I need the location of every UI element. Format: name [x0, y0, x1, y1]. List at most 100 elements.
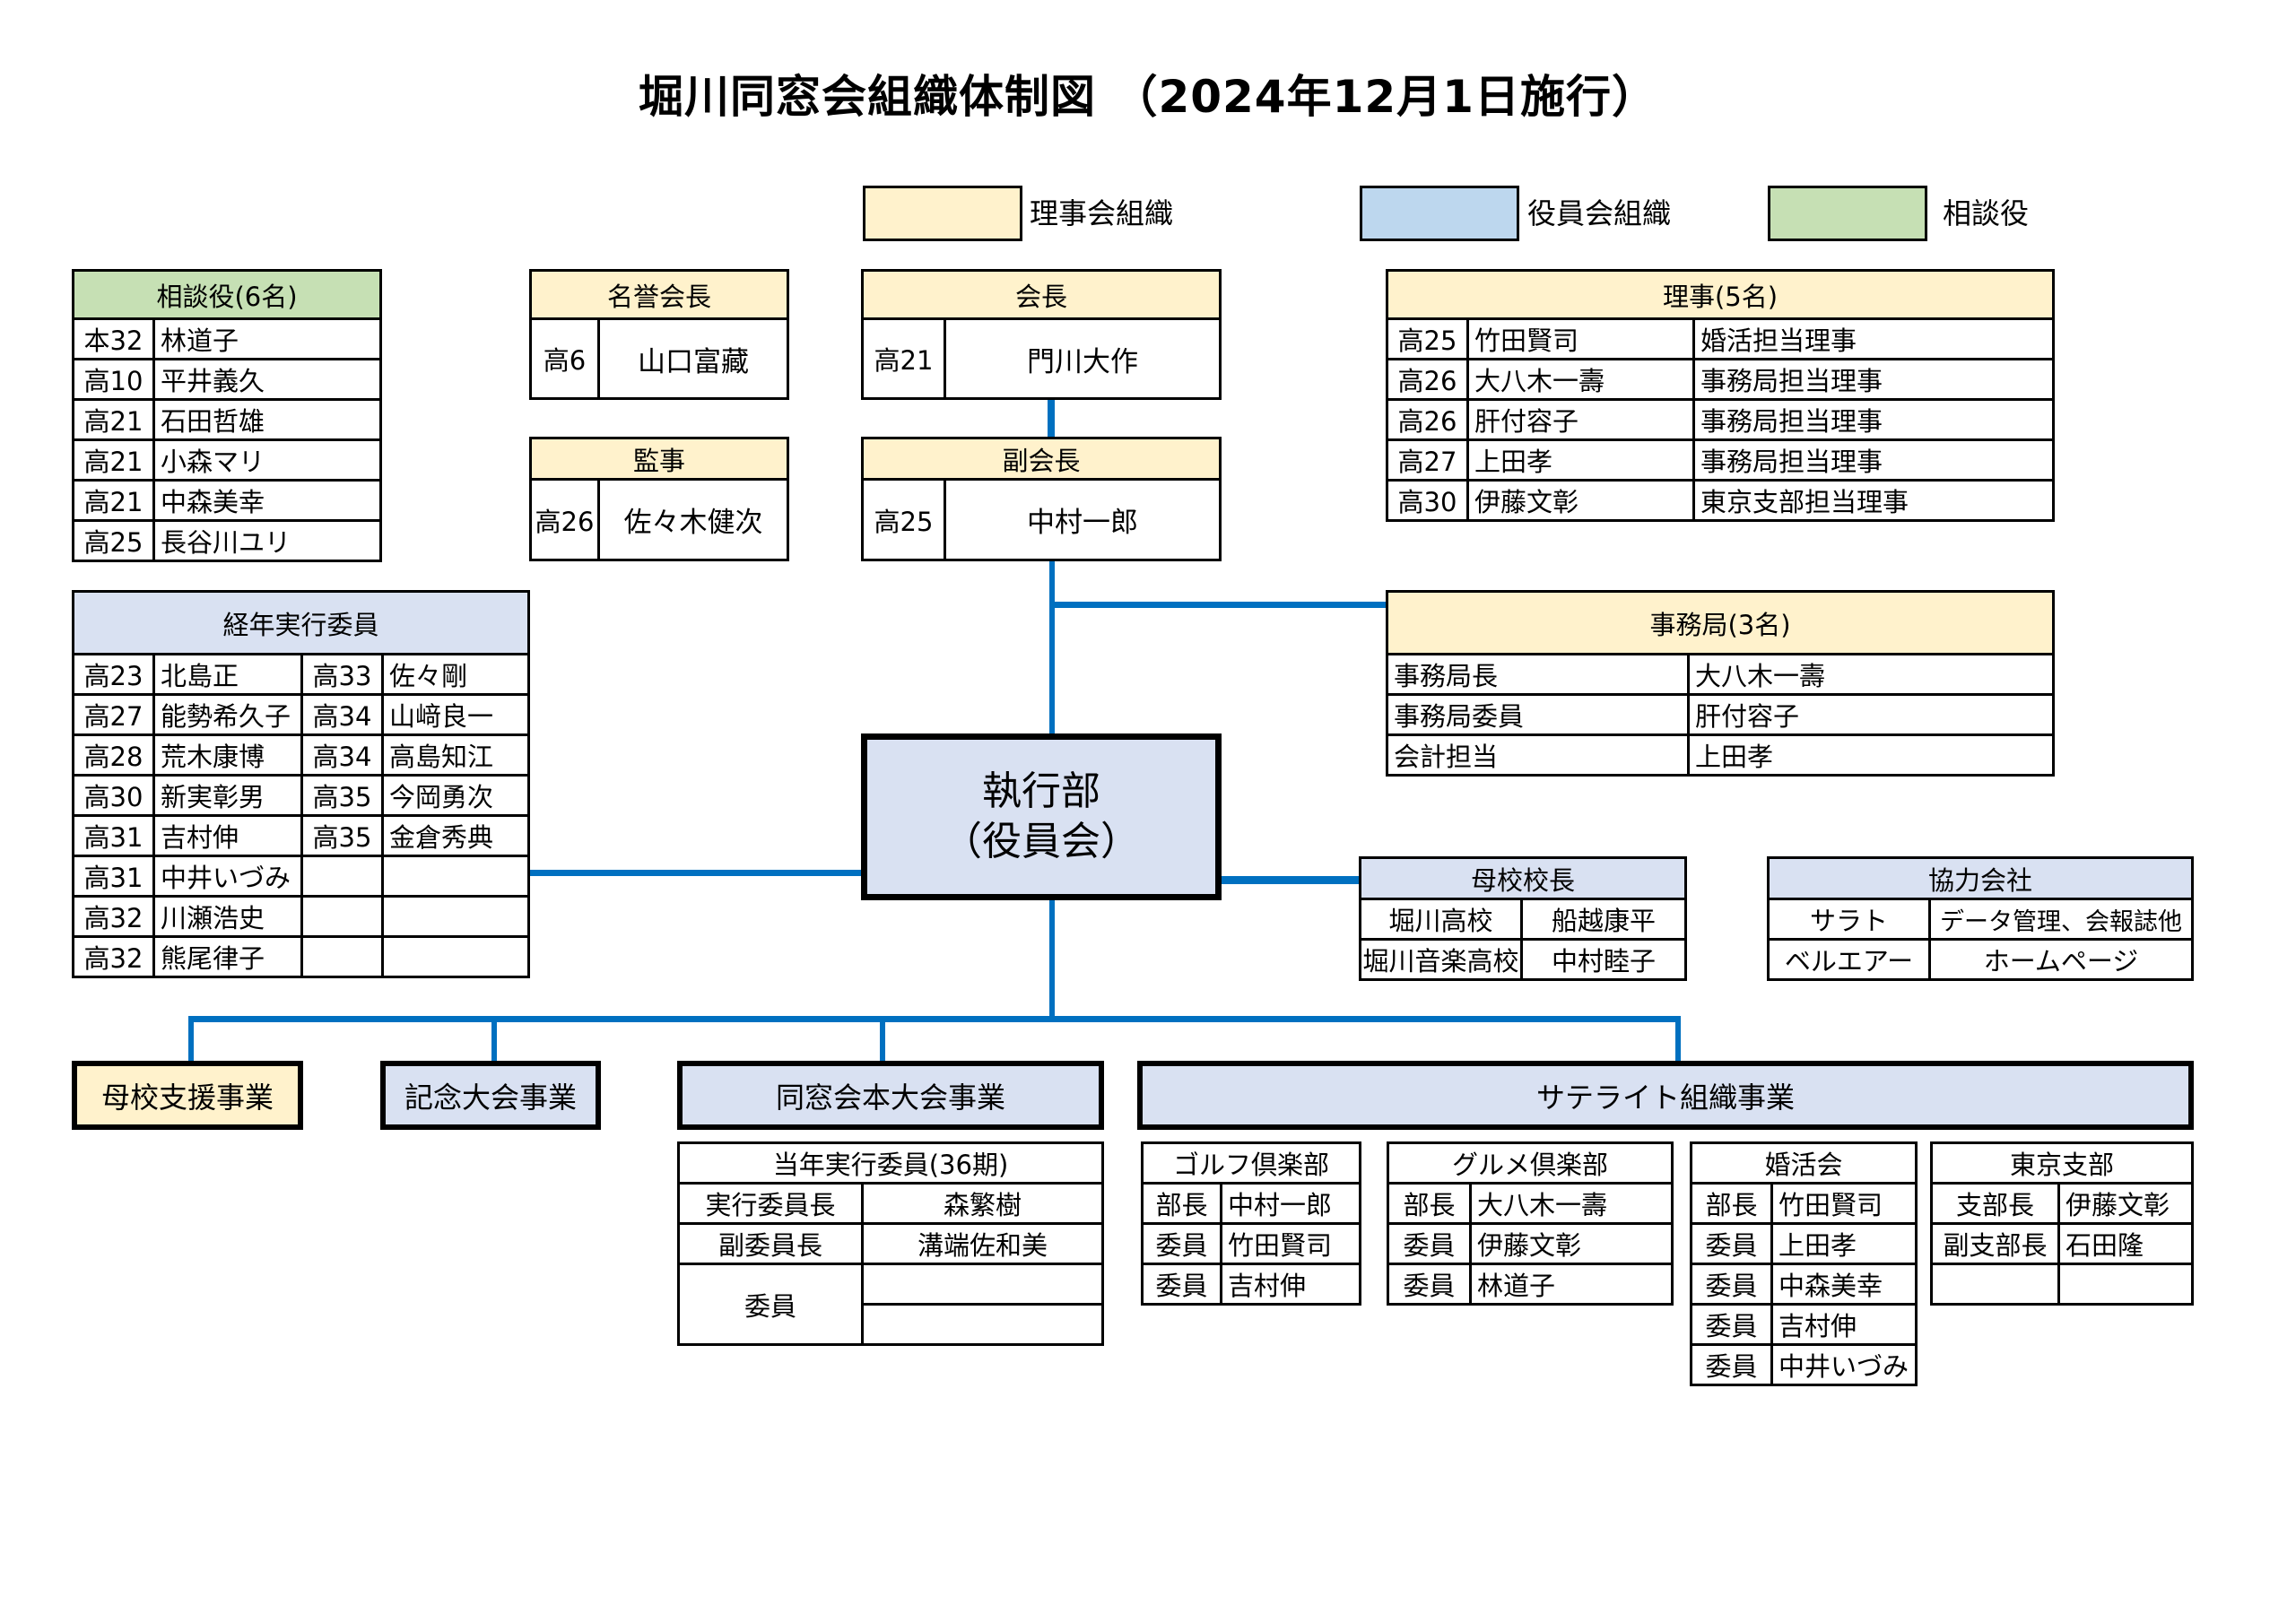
club-konkatsu-table: 婚活会 部長竹田賢司 委員上田孝 委員中森美幸 委員吉村伸 委員中井いづみ — [1690, 1141, 1918, 1386]
member-name — [861, 1263, 1104, 1306]
member-role: 委員 — [1690, 1303, 1773, 1346]
member-name: 伊藤文彰 — [1466, 479, 1695, 522]
member-role: 部長 — [1387, 1182, 1472, 1225]
member-role: 委員 — [1690, 1263, 1773, 1306]
table-row: 委員伊藤文彰 — [1387, 1222, 1674, 1265]
project-anniversary: 記念大会事業 — [380, 1061, 601, 1130]
auditor-header: 監事 — [529, 437, 789, 481]
member-name: 中井いづみ — [1770, 1343, 1918, 1386]
class-year: 高34 — [300, 693, 384, 736]
member-name: 中村一郎 — [1220, 1182, 1361, 1225]
member-role: 副支部長 — [1930, 1222, 2060, 1265]
secretariat-header: 事務局(3名) — [1386, 590, 2055, 655]
class-year: 高35 — [300, 774, 384, 817]
vice-president-header: 副会長 — [861, 437, 1222, 481]
connector-president-vice — [1048, 399, 1055, 437]
principal-name: 中村睦子 — [1520, 938, 1687, 981]
class-year: 高27 — [72, 693, 155, 736]
class-year: 高10 — [72, 358, 155, 401]
club-header: グルメ倶楽部 — [1387, 1141, 1674, 1185]
member-name: 竹田賢司 — [1770, 1182, 1918, 1225]
class-year — [300, 895, 384, 938]
directors-header: 理事(5名) — [1386, 269, 2055, 320]
table-row: 会計担当上田孝 — [1386, 733, 2055, 777]
veteran-committee-header: 経年実行委員 — [72, 590, 530, 655]
class-year: 高21 — [72, 438, 155, 482]
principals-table: 母校校長 堀川高校船越康平 堀川音楽高校中村睦子 — [1359, 856, 1687, 981]
project-satellite: サテライト組織事業 — [1137, 1061, 2194, 1130]
class-year: 高25 — [72, 519, 155, 562]
company-service: ホームページ — [1928, 938, 2194, 981]
member-name: 新実彰男 — [152, 774, 303, 817]
class-year: 高32 — [72, 935, 155, 978]
member-name: 山口富藏 — [597, 317, 789, 400]
class-year: 高32 — [72, 895, 155, 938]
table-row: 副支部長石田隆 — [1930, 1222, 2194, 1265]
member-name: 溝端佐和美 — [861, 1222, 1104, 1265]
member-name: 石田隆 — [2057, 1222, 2194, 1265]
class-year: 高33 — [300, 653, 384, 696]
table-row — [1930, 1263, 2194, 1306]
member-role: 委員 — [1141, 1222, 1222, 1265]
partners-table: 協力会社 サラトデータ管理、会報誌他 ベルエアーホームページ — [1767, 856, 2194, 981]
member-name: 長谷川ユリ — [152, 519, 382, 562]
legend-label-board: 理事会組織 — [1030, 196, 1174, 230]
member-role: 委員 — [1690, 1343, 1773, 1386]
connector-executive-bus — [1049, 899, 1055, 1020]
member-name: 小森マリ — [152, 438, 382, 482]
class-year: 高31 — [72, 814, 155, 857]
table-row: 委員林道子 — [1387, 1263, 1674, 1306]
member-name: 大八木一壽 — [1466, 358, 1695, 401]
table-row: 委員 — [677, 1263, 1104, 1346]
member-role: 委員 — [1141, 1263, 1222, 1306]
member-role: 事務局委員 — [1386, 693, 1690, 736]
class-year: 高35 — [300, 814, 384, 857]
member-name: 竹田賢司 — [1220, 1222, 1361, 1265]
table-row: 委員吉村伸 — [1690, 1303, 1918, 1346]
connector-veteran-committee — [529, 870, 863, 876]
class-year: 高25 — [1386, 317, 1469, 360]
member-role: 委員 — [1387, 1263, 1472, 1306]
member-name: 中村一郎 — [944, 478, 1222, 561]
member-name: 佐々木健次 — [597, 478, 789, 561]
legend-label-advisor: 相談役 — [1943, 196, 2030, 230]
company-name: サラト — [1767, 898, 1931, 941]
member-name: 高島知江 — [381, 733, 530, 777]
member-name — [381, 855, 530, 898]
legend-swatch-board — [863, 186, 1022, 241]
class-year — [300, 935, 384, 978]
member-role: 委員 — [1690, 1222, 1773, 1265]
member-name: 大八木一壽 — [1687, 653, 2055, 696]
executive-box: 執行部 （役員会） — [861, 733, 1222, 900]
member-name: 吉村伸 — [1770, 1303, 1918, 1346]
connector-satellite — [1675, 1016, 1681, 1063]
member-name: 林道子 — [1469, 1263, 1674, 1306]
member-role: 婚活担当理事 — [1692, 317, 2055, 360]
member-name: 門川大作 — [944, 317, 1222, 400]
legend-label-executive: 役員会組織 — [1527, 196, 1672, 230]
class-year: 高34 — [300, 733, 384, 777]
member-role: 事務局担当理事 — [1692, 438, 2055, 482]
class-year: 高26 — [529, 478, 600, 561]
table-row: 委員竹田賢司 — [1141, 1222, 1361, 1265]
table-row: 部長竹田賢司 — [1690, 1182, 1918, 1225]
class-year: 高27 — [1386, 438, 1469, 482]
member-role — [1930, 1263, 2060, 1306]
table-row: ベルエアーホームページ — [1767, 938, 2194, 981]
member-name: 大八木一壽 — [1469, 1182, 1674, 1225]
member-name: 吉村伸 — [1220, 1263, 1361, 1306]
class-year: 高6 — [529, 317, 600, 400]
